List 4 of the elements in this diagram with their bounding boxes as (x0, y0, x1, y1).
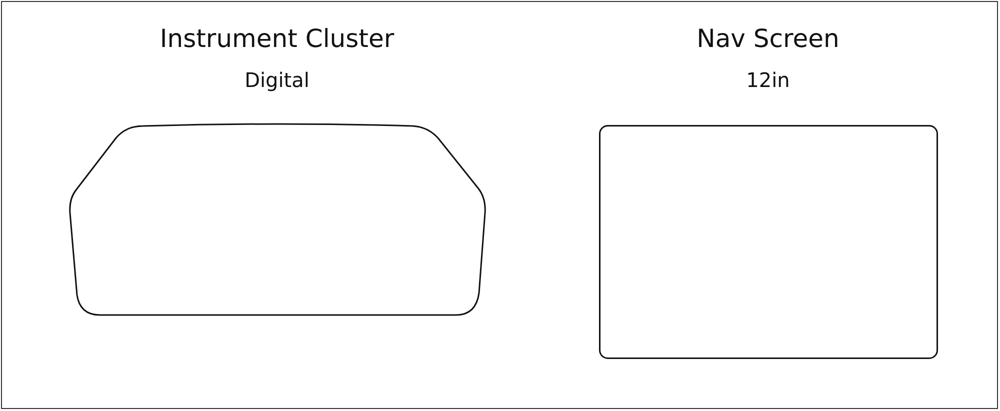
display-spec: 12in (745, 67, 791, 94)
display-spec: Digital (244, 67, 310, 94)
display-title: Instrument Cluster (158, 23, 396, 55)
display-title: Nav Screen (696, 23, 840, 55)
